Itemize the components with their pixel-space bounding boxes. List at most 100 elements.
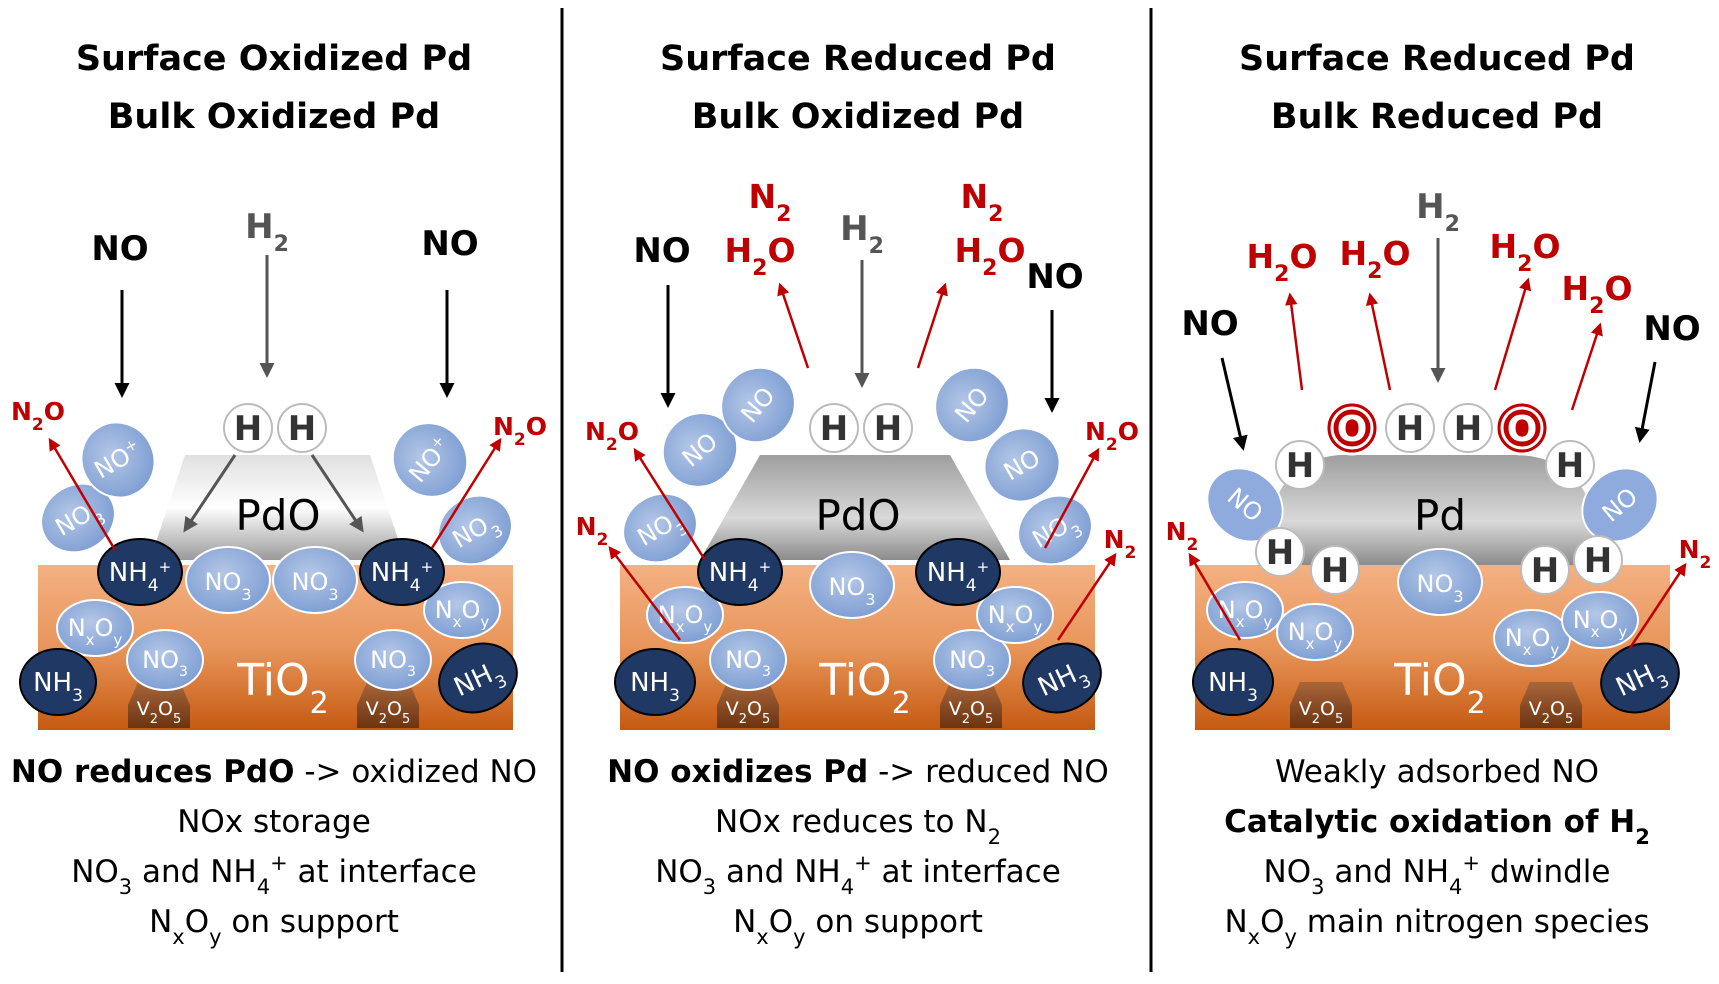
nh3-adsorbate: NH3 [438,642,518,714]
n2o-arrow [633,447,707,561]
panel-1-caption-line-2: NOx storage [177,804,371,840]
panel-1-caption-line-3: NO3 and NH4+ at interface [71,851,477,899]
h-atom: H [1275,440,1325,490]
no-label: NO [421,224,478,264]
nh3-adsorbate: NH3 [19,648,97,716]
panel-3: Surface Reduced Pd Bulk Reduced Pd TiO2 … [1166,39,1711,730]
no3-adsorbate: NO3 [1017,494,1093,566]
v2o5-particle: V2O5 [128,682,190,728]
pdo-cluster [150,455,405,560]
no-adsorbate: NO [1581,467,1659,543]
h-atom: H [1520,545,1570,595]
h2-label: H2 [245,207,289,257]
o-atom: O [1494,400,1550,456]
h2o-arrow [1570,322,1603,411]
svg-text:H: H [1556,446,1584,486]
svg-text:H: H [874,409,902,449]
n2-arrow [1188,552,1242,641]
no-arrow [1634,361,1657,443]
svg-text:H: H [1396,409,1424,449]
h-atom: H [277,403,327,453]
no3-adsorbate: NO3 [126,629,204,691]
svg-text:H: H [1454,409,1482,449]
h-atom: H [863,403,913,453]
h-atom: H [1545,440,1595,490]
h2o-arrow [1493,277,1532,391]
panel-1-title-line2: Bulk Oxidized Pd [108,97,440,137]
no-adsorbate: NO [661,412,739,488]
no-label: NO [1643,309,1700,349]
panel-3-caption-line-2: Catalytic oxidation of H2 [1224,804,1650,849]
h2o-arrow [1285,292,1304,391]
svg-text:O: O [1337,409,1368,450]
n2-arrow [1056,552,1117,641]
nh4-plus-adsorbate: NH4+ [97,538,183,606]
v2o5-particle: V2O5 [357,682,419,728]
no-adsorbate: NO [983,427,1061,503]
no3-adsorbate: NO3 [933,629,1011,691]
no-adsorbate: NO [934,366,1010,444]
n2-label: N2 [576,512,609,550]
no3-adsorbate: NO3 [1397,548,1483,616]
n2-label: N2 [1166,517,1199,555]
svg-text:H: H [1531,551,1559,591]
nxoy-adsorbate: NxOy [1493,609,1571,667]
nh3-adsorbate: NH3 [614,648,696,716]
v2o5-particle: V2O5 [717,682,779,728]
h2o-label: H2O [955,231,1026,281]
h2o-label: H2O [1340,234,1411,284]
panel-2-caption-line-1: NO oxidizes Pd -> reduced NO [607,754,1109,790]
nh4-plus-adsorbate: NH4+ [697,538,783,606]
spillover-arrow [183,454,237,533]
no-label: NO [91,229,148,269]
panel-2-caption-line-2: NOx reduces to N2 [715,804,1001,849]
panel-2-title-line1: Surface Reduced Pd [660,39,1056,79]
no-adsorbate: NO [1206,467,1284,543]
no3-adsorbate: NO3 [354,629,432,691]
no3-adsorbate: NO3 [809,551,895,619]
svg-text:O: O [1507,409,1538,450]
nxoy-adsorbate: NxOy [976,586,1054,644]
n2-label: N2 [961,177,1004,227]
n2o-arrow [1043,447,1100,549]
nxoy-adsorbate: NxOy [1276,603,1354,661]
svg-text:H: H [1266,533,1294,573]
nxoy-adsorbate: NxOy [56,599,134,657]
n2-label: N2 [749,177,792,227]
no3-adsorbate: NO3 [272,546,358,614]
svg-text:H: H [820,409,848,449]
panel-2-caption-line-4: NxOy on support [733,904,983,949]
nh4-plus-adsorbate: NH4+ [359,538,445,606]
no-adsorbate: NO [720,366,796,444]
no-plus-adsorbate: NO+ [391,422,469,498]
h-atom: H [1443,403,1493,453]
cluster-label: PdO [815,491,900,540]
no-plus-adsorbate: NO+ [80,421,156,499]
panel-2: Surface Reduced Pd Bulk Oxidized Pd TiO2… [576,39,1139,730]
n2o-arrow [48,437,117,551]
h2-label: H2 [840,209,884,259]
no3-adsorbate: NO3 [437,494,513,566]
panel-3-caption-line-4: NxOy main nitrogen species [1224,904,1649,949]
h2-label: H2 [1416,187,1460,237]
h2o-arrow [777,282,810,369]
n2-arrow [608,546,681,641]
pdo-cluster [700,455,1010,560]
v2o5-particle: V2O5 [1290,682,1352,728]
h2o-label: H2O [1247,237,1318,287]
svg-text:H: H [1321,551,1349,591]
nxoy-adsorbate: NxOy [1206,581,1284,639]
spillover-arrow [310,454,364,533]
no3-adsorbate: NO3 [709,629,787,691]
svg-text:H: H [234,409,262,449]
nh3-adsorbate: NH3 [1022,642,1102,714]
n2o-label: N2O [585,417,639,455]
svg-text:H: H [1584,541,1612,581]
panel-3-caption-line-3: NO3 and NH4+ dwindle [1264,851,1611,899]
panel-2-title-line2: Bulk Oxidized Pd [692,97,1024,137]
n2o-label: N2O [11,397,65,435]
nh3-adsorbate: NH3 [1600,642,1680,714]
cluster-label: PdO [235,491,320,540]
h2o-arrow [1365,292,1392,391]
